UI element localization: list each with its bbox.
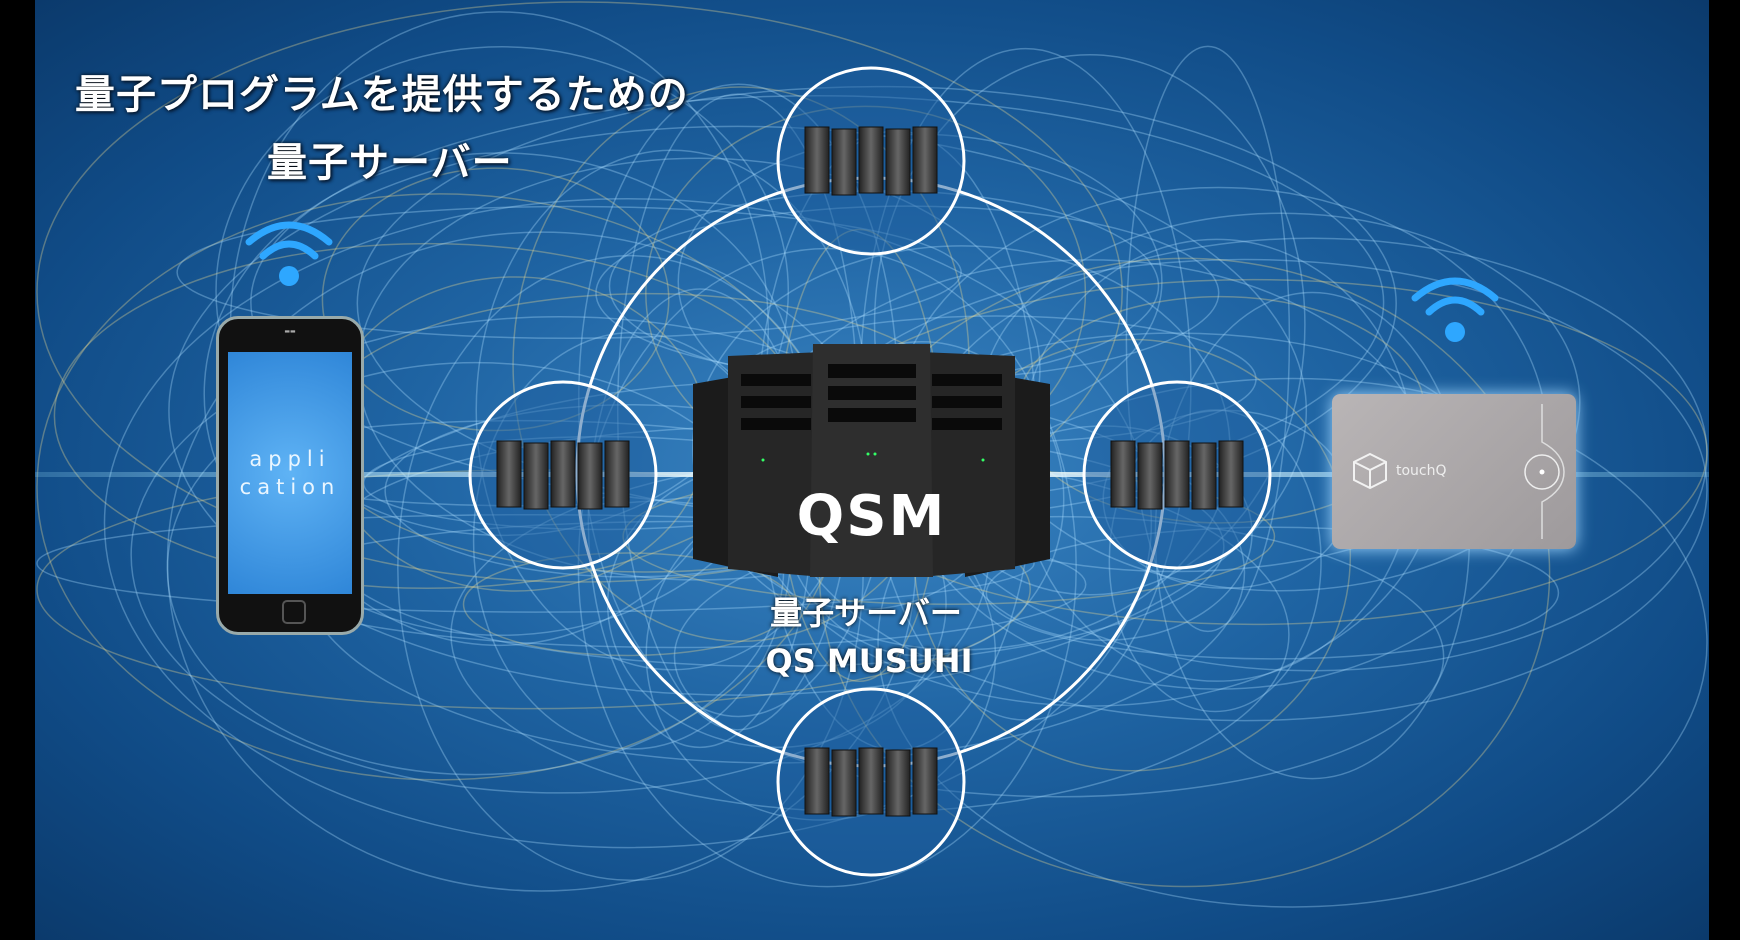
phone-screen: appli cation: [228, 352, 352, 594]
wave-line: [985, 526, 1560, 660]
wave-line: [168, 125, 1308, 696]
server-rack-icon: [858, 126, 884, 194]
server-label-jp: 量子サーバー: [770, 594, 962, 632]
wave-line: [176, 205, 962, 340]
phone-text-1: appli: [249, 447, 331, 471]
wave-line: [36, 1, 1123, 583]
server-rack-icon: [831, 749, 857, 817]
title-line-2: 量子サーバー: [267, 140, 513, 186]
phone-speaker: ▬▬: [284, 328, 296, 335]
server-node: [776, 66, 966, 256]
server-node: [468, 380, 658, 570]
server-rack-icon: [577, 442, 603, 510]
server-rack-icon: [604, 440, 630, 508]
server-node: [1082, 380, 1272, 570]
qsm-logo: QSM: [796, 484, 947, 549]
wave-line: [1125, 45, 1291, 633]
title-line-1: 量子プログラムを提供するための: [75, 72, 689, 118]
server-rack-icon: [885, 128, 911, 196]
smartphone: ▬▬ appli cation: [216, 316, 364, 635]
wifi-icon: [1411, 277, 1499, 342]
wave-line: [877, 377, 1708, 908]
server-rack-icon: [831, 128, 857, 196]
server-rack-icon: [1110, 440, 1136, 508]
server-node: [776, 687, 966, 877]
server-rack-icon: [912, 747, 938, 815]
card-brand: touchQ: [1396, 463, 1447, 479]
qsm-main-server: [693, 344, 1050, 577]
server-rack-icon: [1164, 440, 1190, 508]
wave-line: [673, 515, 1445, 798]
wave-line: [873, 53, 1306, 596]
diagram-stage: 量子プログラムを提供するための 量子サーバー ▬▬ appli cation t…: [35, 0, 1709, 940]
nfc-target-icon: [1524, 404, 1565, 539]
wave-line: [462, 552, 793, 657]
server-rack-icon: [804, 126, 830, 194]
server-rack-icon: [1137, 442, 1163, 510]
server-rack-icon: [496, 440, 522, 508]
server-rack-icon: [885, 749, 911, 817]
touchq-card: touchQ: [1332, 394, 1576, 549]
server-rack-icon: [804, 747, 830, 815]
server-label-en: QS MUSUHI: [765, 642, 973, 680]
server-rack-icon: [1218, 440, 1244, 508]
server-rack-icon: [858, 747, 884, 815]
wifi-icon: [245, 221, 333, 286]
phone-text-2: cation: [239, 475, 341, 499]
server-rack-icon: [550, 440, 576, 508]
server-rack-icon: [1191, 442, 1217, 510]
cube-logo-icon: [1353, 452, 1387, 490]
server-rack-icon: [912, 126, 938, 194]
server-rack-icon: [523, 442, 549, 510]
home-button: [282, 600, 306, 624]
